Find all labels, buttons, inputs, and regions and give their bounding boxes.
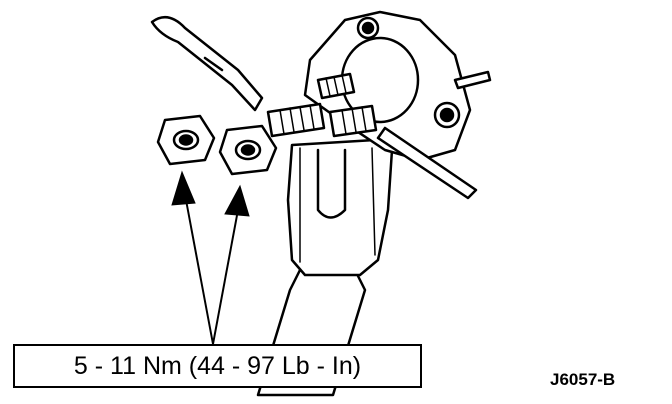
leader-line-right <box>212 209 239 345</box>
bracket-slot <box>316 148 347 219</box>
solenoid-wire <box>376 126 478 200</box>
arrow-up-icon <box>224 184 250 217</box>
bracket-plate <box>286 138 394 277</box>
hex-nut-icon <box>156 114 216 166</box>
terminal-stud-lower-left <box>266 102 326 138</box>
arrow-up-icon <box>171 170 196 206</box>
hex-nut-icon <box>218 124 278 176</box>
torque-spec-label: 5 - 11 Nm (44 - 97 Lb - In) <box>13 344 422 388</box>
figure-id: J6057-B <box>550 370 616 389</box>
battery-cable <box>150 15 264 112</box>
torque-spec-text: 5 - 11 Nm (44 - 97 Lb - In) <box>73 351 362 380</box>
terminal-stud-lower-right <box>328 104 378 138</box>
leader-line-left <box>185 199 214 345</box>
